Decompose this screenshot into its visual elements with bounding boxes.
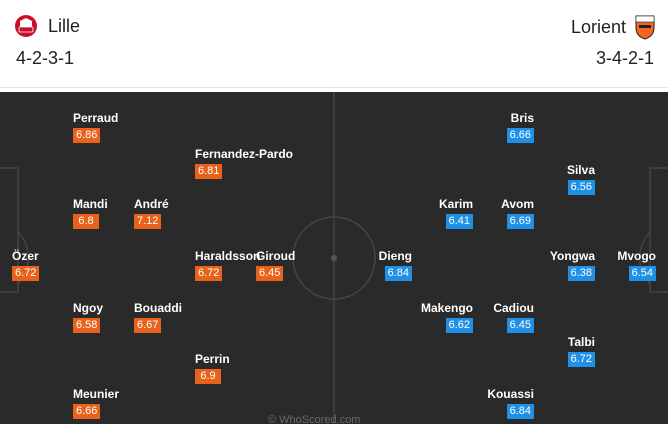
player-rating: 6.67 [134, 318, 162, 333]
player-rating: 6.45 [256, 266, 284, 281]
player-rating: 6.72 [12, 266, 40, 281]
away-formation: 3-4-2-1 [595, 48, 654, 68]
away-team-name: Lorient [570, 16, 626, 37]
player-rating: 6.45 [506, 318, 534, 333]
match-header: Lille 4-2-3-1 Lorient 3-4-2-1 [0, 0, 668, 88]
player-rating: 6.66 [73, 404, 101, 419]
home-player[interactable]: Mandi 6.8 [73, 197, 108, 229]
home-player[interactable]: Özer 6.72 [12, 249, 40, 281]
home-player[interactable]: Bouaddi 6.67 [134, 301, 182, 333]
home-team-name: Lille [48, 15, 81, 36]
player-rating: 7.12 [134, 214, 162, 229]
player-rating: 6.66 [506, 128, 534, 143]
player-rating: 6.38 [567, 266, 595, 281]
player-rating: 6.81 [195, 164, 223, 179]
home-team[interactable]: Lille [14, 14, 80, 38]
lille-crest-icon [15, 15, 37, 37]
home-player[interactable]: André 7.12 [134, 197, 169, 229]
home-player[interactable]: Perrin 6.9 [195, 352, 230, 384]
player-rating: 6.72 [567, 352, 595, 367]
home-player[interactable]: Haraldsson 6.72 [195, 249, 261, 281]
player-rating: 6.84 [384, 266, 412, 281]
player-rating: 6.41 [445, 214, 473, 229]
away-player[interactable]: Mvogo 6.54 [617, 249, 656, 281]
away-player[interactable]: Yongwa 6.38 [549, 249, 595, 281]
away-player[interactable]: Kouassi 6.84 [487, 387, 534, 419]
away-player[interactable]: Avom 6.69 [501, 197, 534, 229]
away-player[interactable]: Karim 6.41 [438, 197, 473, 229]
away-player[interactable]: Makengo 6.62 [420, 301, 473, 333]
lorient-crest-icon [635, 15, 655, 40]
pitch: Özer 6.72 Perraud 6.86 Mandi 6.8 Ngoy 6.… [0, 92, 668, 424]
home-player[interactable]: Ngoy 6.58 [73, 301, 103, 333]
away-player[interactable]: Bris 6.66 [506, 111, 534, 143]
home-player[interactable]: Perraud 6.86 [73, 111, 119, 143]
away-player[interactable]: Cadiou 6.45 [493, 301, 534, 333]
home-formation: 4-2-3-1 [16, 48, 75, 68]
home-player[interactable]: Meunier 6.66 [73, 387, 120, 419]
player-rating: 6.58 [73, 318, 101, 333]
away-player[interactable]: Talbi 6.72 [567, 335, 595, 367]
player-rating: 6.62 [445, 318, 473, 333]
player-rating: 6.72 [195, 266, 223, 281]
away-team[interactable]: Lorient [571, 14, 656, 40]
player-rating: 6.84 [506, 404, 534, 419]
away-player[interactable]: Silva 6.56 [566, 163, 595, 195]
player-rating: 6.56 [567, 180, 595, 195]
watermark: © WhoScored.com [268, 414, 361, 424]
home-player[interactable]: Fernandez-Pardo 6.81 [195, 147, 294, 179]
away-player[interactable]: Dieng 6.84 [378, 249, 412, 281]
home-player[interactable]: Giroud 6.45 [256, 249, 296, 281]
player-rating: 6.9 [195, 369, 221, 384]
player-rating: 6.8 [73, 214, 99, 229]
player-rating: 6.69 [506, 214, 534, 229]
player-rating: 6.86 [73, 128, 101, 143]
player-rating: 6.54 [628, 266, 656, 281]
